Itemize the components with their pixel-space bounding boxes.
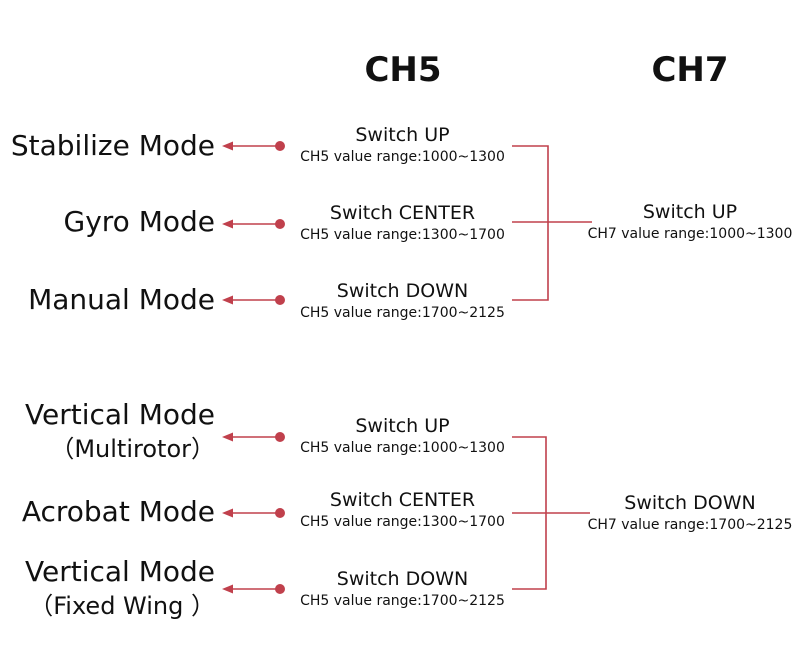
dot-icon: [275, 432, 285, 442]
arrowhead-icon: [222, 219, 233, 229]
switch-range: CH5 value range:1700~2125: [300, 593, 505, 609]
ch5-switch-center: Switch CENTER CH5 value range:1300~1700: [290, 201, 515, 245]
arrowhead-icon: [222, 508, 233, 518]
switch-label: Switch UP: [355, 124, 450, 146]
switch-range: CH5 value range:1300~1700: [300, 514, 505, 530]
mode-acrobat: Acrobat Mode: [22, 495, 215, 529]
arrowhead-icon: [222, 432, 233, 442]
switch-range: CH5 value range:1700~2125: [300, 305, 505, 321]
switch-label: Switch DOWN: [336, 568, 469, 590]
switch-range: CH5 value range:1300~1700: [300, 227, 505, 243]
ch5-header: CH5: [364, 50, 442, 90]
ch7-switch-up: Switch UP CH7 value range:1000~1300: [585, 200, 795, 244]
dot-icon: [275, 508, 285, 518]
mode-manual: Manual Mode: [28, 283, 215, 317]
mode-gyro: Gyro Mode: [64, 205, 215, 239]
ch7-label: Switch UP: [642, 201, 738, 223]
switch-label: Switch CENTER: [329, 489, 476, 511]
mode-label: Gyro Mode: [63, 205, 215, 238]
mode-sublabel: （Fixed Wing ）: [29, 592, 215, 620]
mode-vertical-multirotor: Vertical Mode （Multirotor）: [25, 398, 215, 466]
arrowhead-icon: [222, 295, 233, 305]
dot-icon: [275, 141, 285, 151]
switch-label: Switch DOWN: [336, 280, 469, 302]
dot-icon: [275, 295, 285, 305]
ch7-label: Switch DOWN: [624, 492, 756, 514]
mode-label: Vertical Mode: [25, 398, 215, 431]
arrowhead-icon: [222, 584, 233, 594]
ch7-switch-down: Switch DOWN CH7 value range:1700~2125: [585, 491, 795, 535]
switch-label: Switch UP: [355, 415, 450, 437]
ch7-range: CH7 value range:1700~2125: [587, 517, 793, 533]
mode-vertical-fixed-wing: Vertical Mode （Fixed Wing ）: [25, 555, 215, 623]
ch5-switch-down: Switch DOWN CH5 value range:1700~2125: [290, 567, 515, 611]
mode-label: Acrobat Mode: [21, 495, 215, 528]
dot-icon: [275, 584, 285, 594]
mode-stabilize: Stabilize Mode: [11, 129, 215, 163]
ch7-range: CH7 value range:1000~1300: [587, 226, 793, 242]
dot-icon: [275, 219, 285, 229]
ch5-switch-center: Switch CENTER CH5 value range:1300~1700: [290, 488, 515, 532]
ch5-switch-down: Switch DOWN CH5 value range:1700~2125: [290, 279, 515, 323]
mode-sublabel: （Multirotor）: [50, 435, 215, 463]
arrowhead-icon: [222, 141, 233, 151]
mode-label: Stabilize Mode: [10, 129, 215, 162]
bracket: [512, 145, 549, 301]
switch-range: CH5 value range:1000~1300: [300, 440, 505, 456]
mode-label: Manual Mode: [28, 283, 215, 316]
mode-label: Vertical Mode: [25, 555, 215, 588]
ch5-switch-up: Switch UP CH5 value range:1000~1300: [290, 414, 515, 458]
switch-label: Switch CENTER: [329, 202, 476, 224]
ch5-switch-up: Switch UP CH5 value range:1000~1300: [290, 123, 515, 167]
switch-range: CH5 value range:1000~1300: [300, 149, 505, 165]
ch7-header: CH7: [651, 50, 729, 90]
